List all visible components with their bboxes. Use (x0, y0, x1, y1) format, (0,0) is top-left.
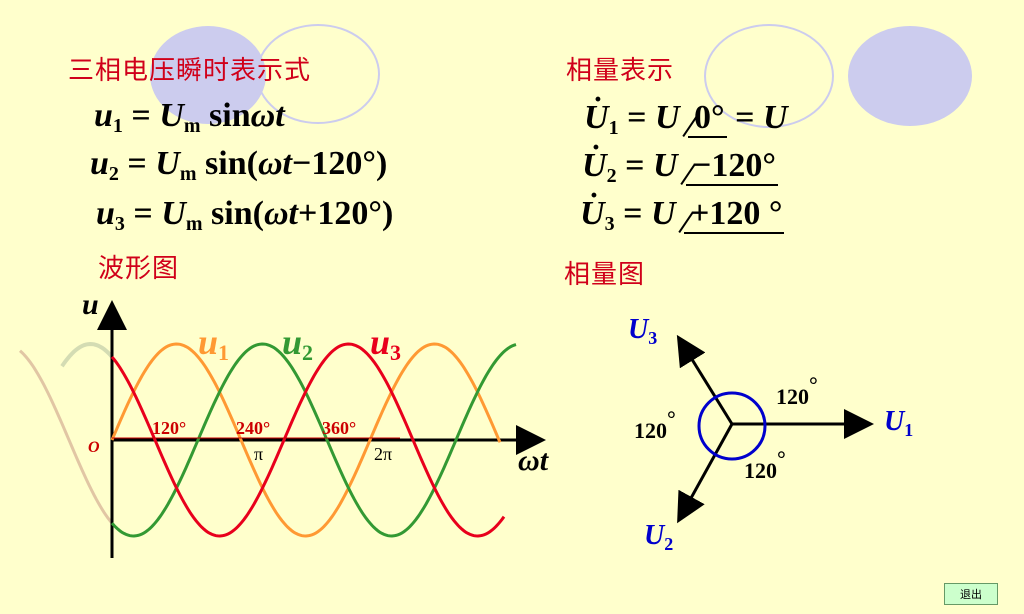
phasor-label-u2: U2 (644, 520, 673, 554)
waveform-plot: u O ωt π 2π 120° 240° 360° u1 u2 u3 (18, 290, 550, 558)
y-axis-label: u (82, 290, 99, 321)
angle-label-120: 120° (152, 418, 186, 438)
decor-circle-right (848, 26, 972, 126)
legend-u3: u3 (370, 322, 401, 365)
x-axis-label: ωt (518, 444, 550, 477)
phasor-angle-bottom-label: 120° (744, 446, 786, 483)
heading-phasor-diagram: 相量图 (564, 260, 646, 290)
phasor-label-u1: U1 (884, 406, 913, 440)
equation-u2: u2 = Um sin(ωt−120°) (90, 145, 388, 185)
phasor-u2-arrow (677, 423, 734, 524)
tick-2pi-label: 2π (374, 444, 392, 464)
exit-button[interactable]: 退出 (944, 583, 998, 605)
angle-label-240: 240° (236, 418, 270, 438)
wave-u3 (110, 342, 506, 538)
equation-u3: u3 = Um sin(ωt+120°) (96, 195, 394, 235)
phasor-angle-left-label: 120° (634, 406, 676, 443)
angle-label-360: 360° (322, 418, 356, 438)
equation-u1: u1 = Um sinωt (94, 97, 285, 137)
phasor-u3-arrow (676, 334, 734, 425)
title-instant-expression: 三相电压瞬时表示式 (68, 56, 312, 86)
phasor-equation-2: U2 = U −120° (582, 146, 778, 196)
tick-pi-label: π (254, 444, 263, 464)
title-phasor-representation: 相量表示 (566, 56, 675, 86)
phasor-diagram: U3 U1 U2 120° 120° 120° (628, 314, 913, 554)
wave-u1 (110, 342, 502, 538)
angle-circle (697, 391, 767, 461)
decor-circle-left (150, 26, 266, 124)
phasor-label-u3: U3 (628, 314, 657, 348)
heading-waveform: 波形图 (98, 254, 180, 284)
faded-wave-2 (60, 341, 114, 368)
decor-circle-right-outline (704, 24, 834, 128)
phasor-equation-1: U1 = U 0° = U (584, 98, 788, 148)
origin-label: O (88, 439, 100, 456)
legend-u2: u2 (282, 322, 313, 365)
phasor-equation-3: U3 = U +120 ° (580, 194, 785, 244)
wave-u2 (110, 342, 517, 538)
phasor-angle-right-label: 120° (776, 372, 818, 409)
decor-circle-left-outline (256, 24, 380, 124)
faded-wave-1 (18, 349, 114, 525)
legend-u1: u1 (198, 322, 229, 365)
